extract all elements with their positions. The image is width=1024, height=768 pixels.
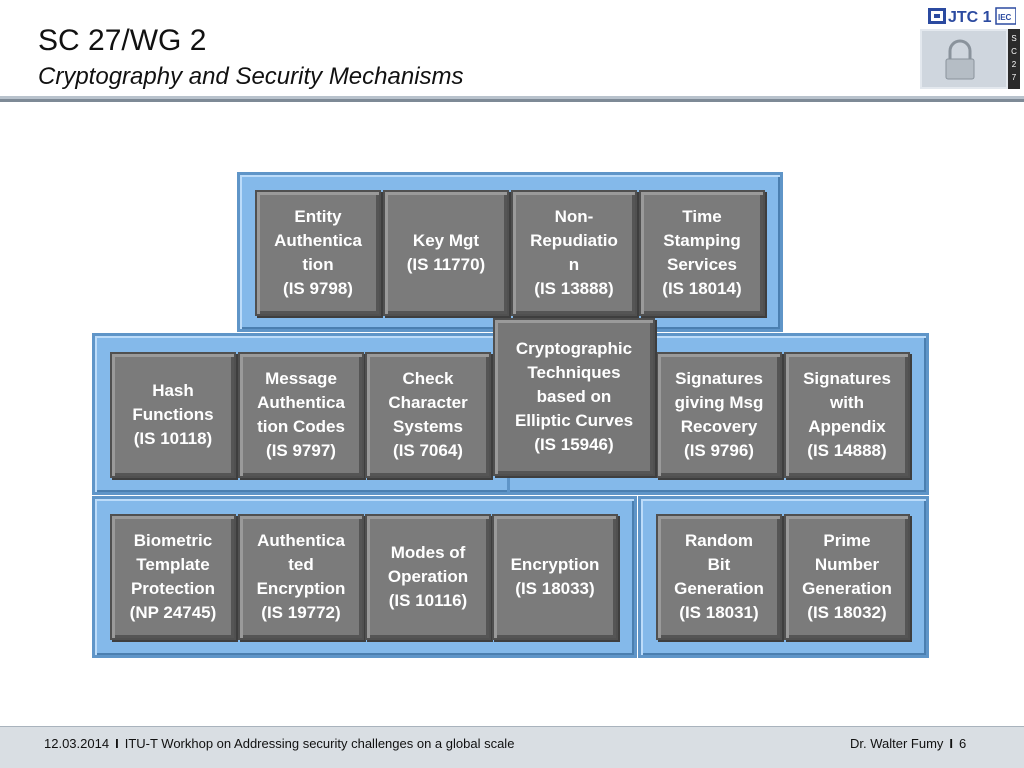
- slide-title: SC 27/WG 2: [38, 24, 207, 57]
- box-prime-number-generation: Prime Number Generation (IS 18032): [784, 514, 910, 640]
- box-message-authentication-codes: Message Authentica tion Codes (IS 9797): [238, 352, 364, 478]
- box-signatures-msg-recovery: Signatures giving Msg Recovery (IS 9796): [656, 352, 782, 478]
- padlock-graphic: S C 2 7: [920, 29, 1020, 89]
- box-encryption: Encryption (IS 18033): [492, 514, 618, 640]
- footer-author: Dr. Walter Fumy: [850, 736, 944, 751]
- page-number: 6: [959, 736, 967, 751]
- footer-event: ITU-T Workhop on Addressing security cha…: [124, 736, 515, 751]
- box-hash-functions: Hash Functions (IS 10118): [110, 352, 236, 478]
- footer-separator-2: I: [949, 736, 954, 751]
- box-non-repudiation: Non- Repudiatio n (IS 13888): [511, 190, 637, 316]
- svg-text:7: 7: [1012, 73, 1017, 82]
- footer-separator: I: [115, 736, 119, 751]
- svg-text:C: C: [1011, 47, 1017, 56]
- box-entity-authentication: Entity Authentica tion (IS 9798): [255, 190, 381, 316]
- svg-text:2: 2: [1012, 60, 1017, 69]
- logo-text: JTC 1: [948, 9, 992, 26]
- box-random-bit-generation: Random Bit Generation (IS 18031): [656, 514, 782, 640]
- slide-subtitle: Cryptography and Security Mechanisms: [38, 63, 464, 90]
- footer-left: 12.03.2014 I ITU-T Workhop on Addressing s…: [44, 736, 514, 751]
- box-modes-of-operation: Modes of Operation (IS 10116): [365, 514, 491, 640]
- logo-iec: IEC: [998, 13, 1012, 22]
- slide-footer: [0, 726, 1024, 768]
- box-time-stamping: Time Stamping Services (IS 18014): [639, 190, 765, 316]
- svg-text:S: S: [1011, 34, 1016, 43]
- box-key-management: Key Mgt (IS 11770): [383, 190, 509, 316]
- box-signatures-appendix: Signatures with Appendix (IS 14888): [784, 352, 910, 478]
- box-check-character-systems: Check Character Systems (IS 7064): [365, 352, 491, 478]
- footer-date: 12.03.2014: [44, 736, 110, 751]
- box-biometric-template-protection: Biometric Template Protection (NP 24745): [110, 514, 236, 640]
- box-elliptic-curves: Cryptographic Techniques based on Ellipt…: [493, 318, 655, 476]
- jtc1-logo: JTC 1 IEC: [928, 7, 1016, 26]
- box-authenticated-encryption: Authentica ted Encryption (IS 19772): [238, 514, 364, 640]
- header-divider: [0, 96, 1024, 102]
